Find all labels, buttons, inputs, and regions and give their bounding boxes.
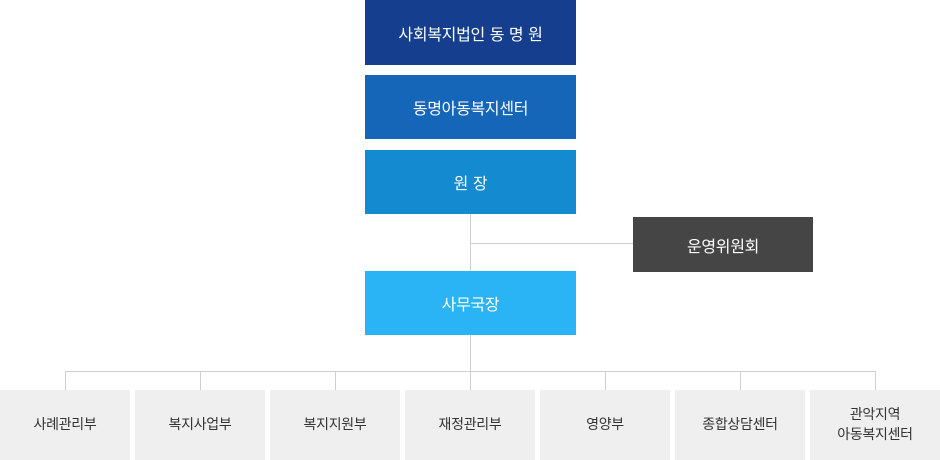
department-label: 관악지역 아동복지센터 (837, 407, 913, 443)
dept-drop-connector (605, 371, 606, 390)
department-box: 관악지역 아동복지센터 (810, 390, 940, 460)
secretary-general-label: 사무국장 (441, 295, 500, 314)
department-box: 사례관리부 (0, 390, 130, 460)
department-box: 재정관리부 (405, 390, 535, 460)
department-box: 복지지원부 (270, 390, 400, 460)
department-box: 종합상담센터 (675, 390, 805, 460)
corporation-label: 사회복지법인 동 명 원 (398, 24, 543, 44)
center-box: 동명아동복지센터 (365, 75, 576, 139)
department-label: 복지지원부 (303, 417, 367, 433)
committee-box: 운영위원회 (633, 217, 813, 272)
secretary-general-box: 사무국장 (365, 271, 576, 335)
department-label: 종합상담센터 (702, 417, 778, 433)
department-label: 영양부 (586, 417, 624, 433)
corporation-box: 사회복지법인 동 명 원 (365, 0, 576, 65)
director-label: 원 장 (453, 174, 488, 193)
department-box: 복지사업부 (135, 390, 265, 460)
department-label: 재정관리부 (438, 417, 502, 433)
dept-drop-connector (200, 371, 201, 390)
department-label: 복지사업부 (168, 417, 232, 433)
department-box: 영양부 (540, 390, 670, 460)
committee-connector (470, 243, 633, 244)
secretary-down-connector (470, 335, 471, 372)
main-vertical-connector (470, 214, 471, 271)
dept-drop-connector (470, 371, 471, 390)
dept-drop-connector (740, 371, 741, 390)
director-box: 원 장 (365, 150, 576, 214)
dept-drop-connector (65, 371, 66, 390)
center-label: 동명아동복지센터 (412, 99, 529, 118)
committee-label: 운영위원회 (686, 236, 760, 256)
dept-drop-connector (335, 371, 336, 390)
dept-drop-connector (875, 371, 876, 390)
department-label: 사례관리부 (33, 417, 97, 433)
